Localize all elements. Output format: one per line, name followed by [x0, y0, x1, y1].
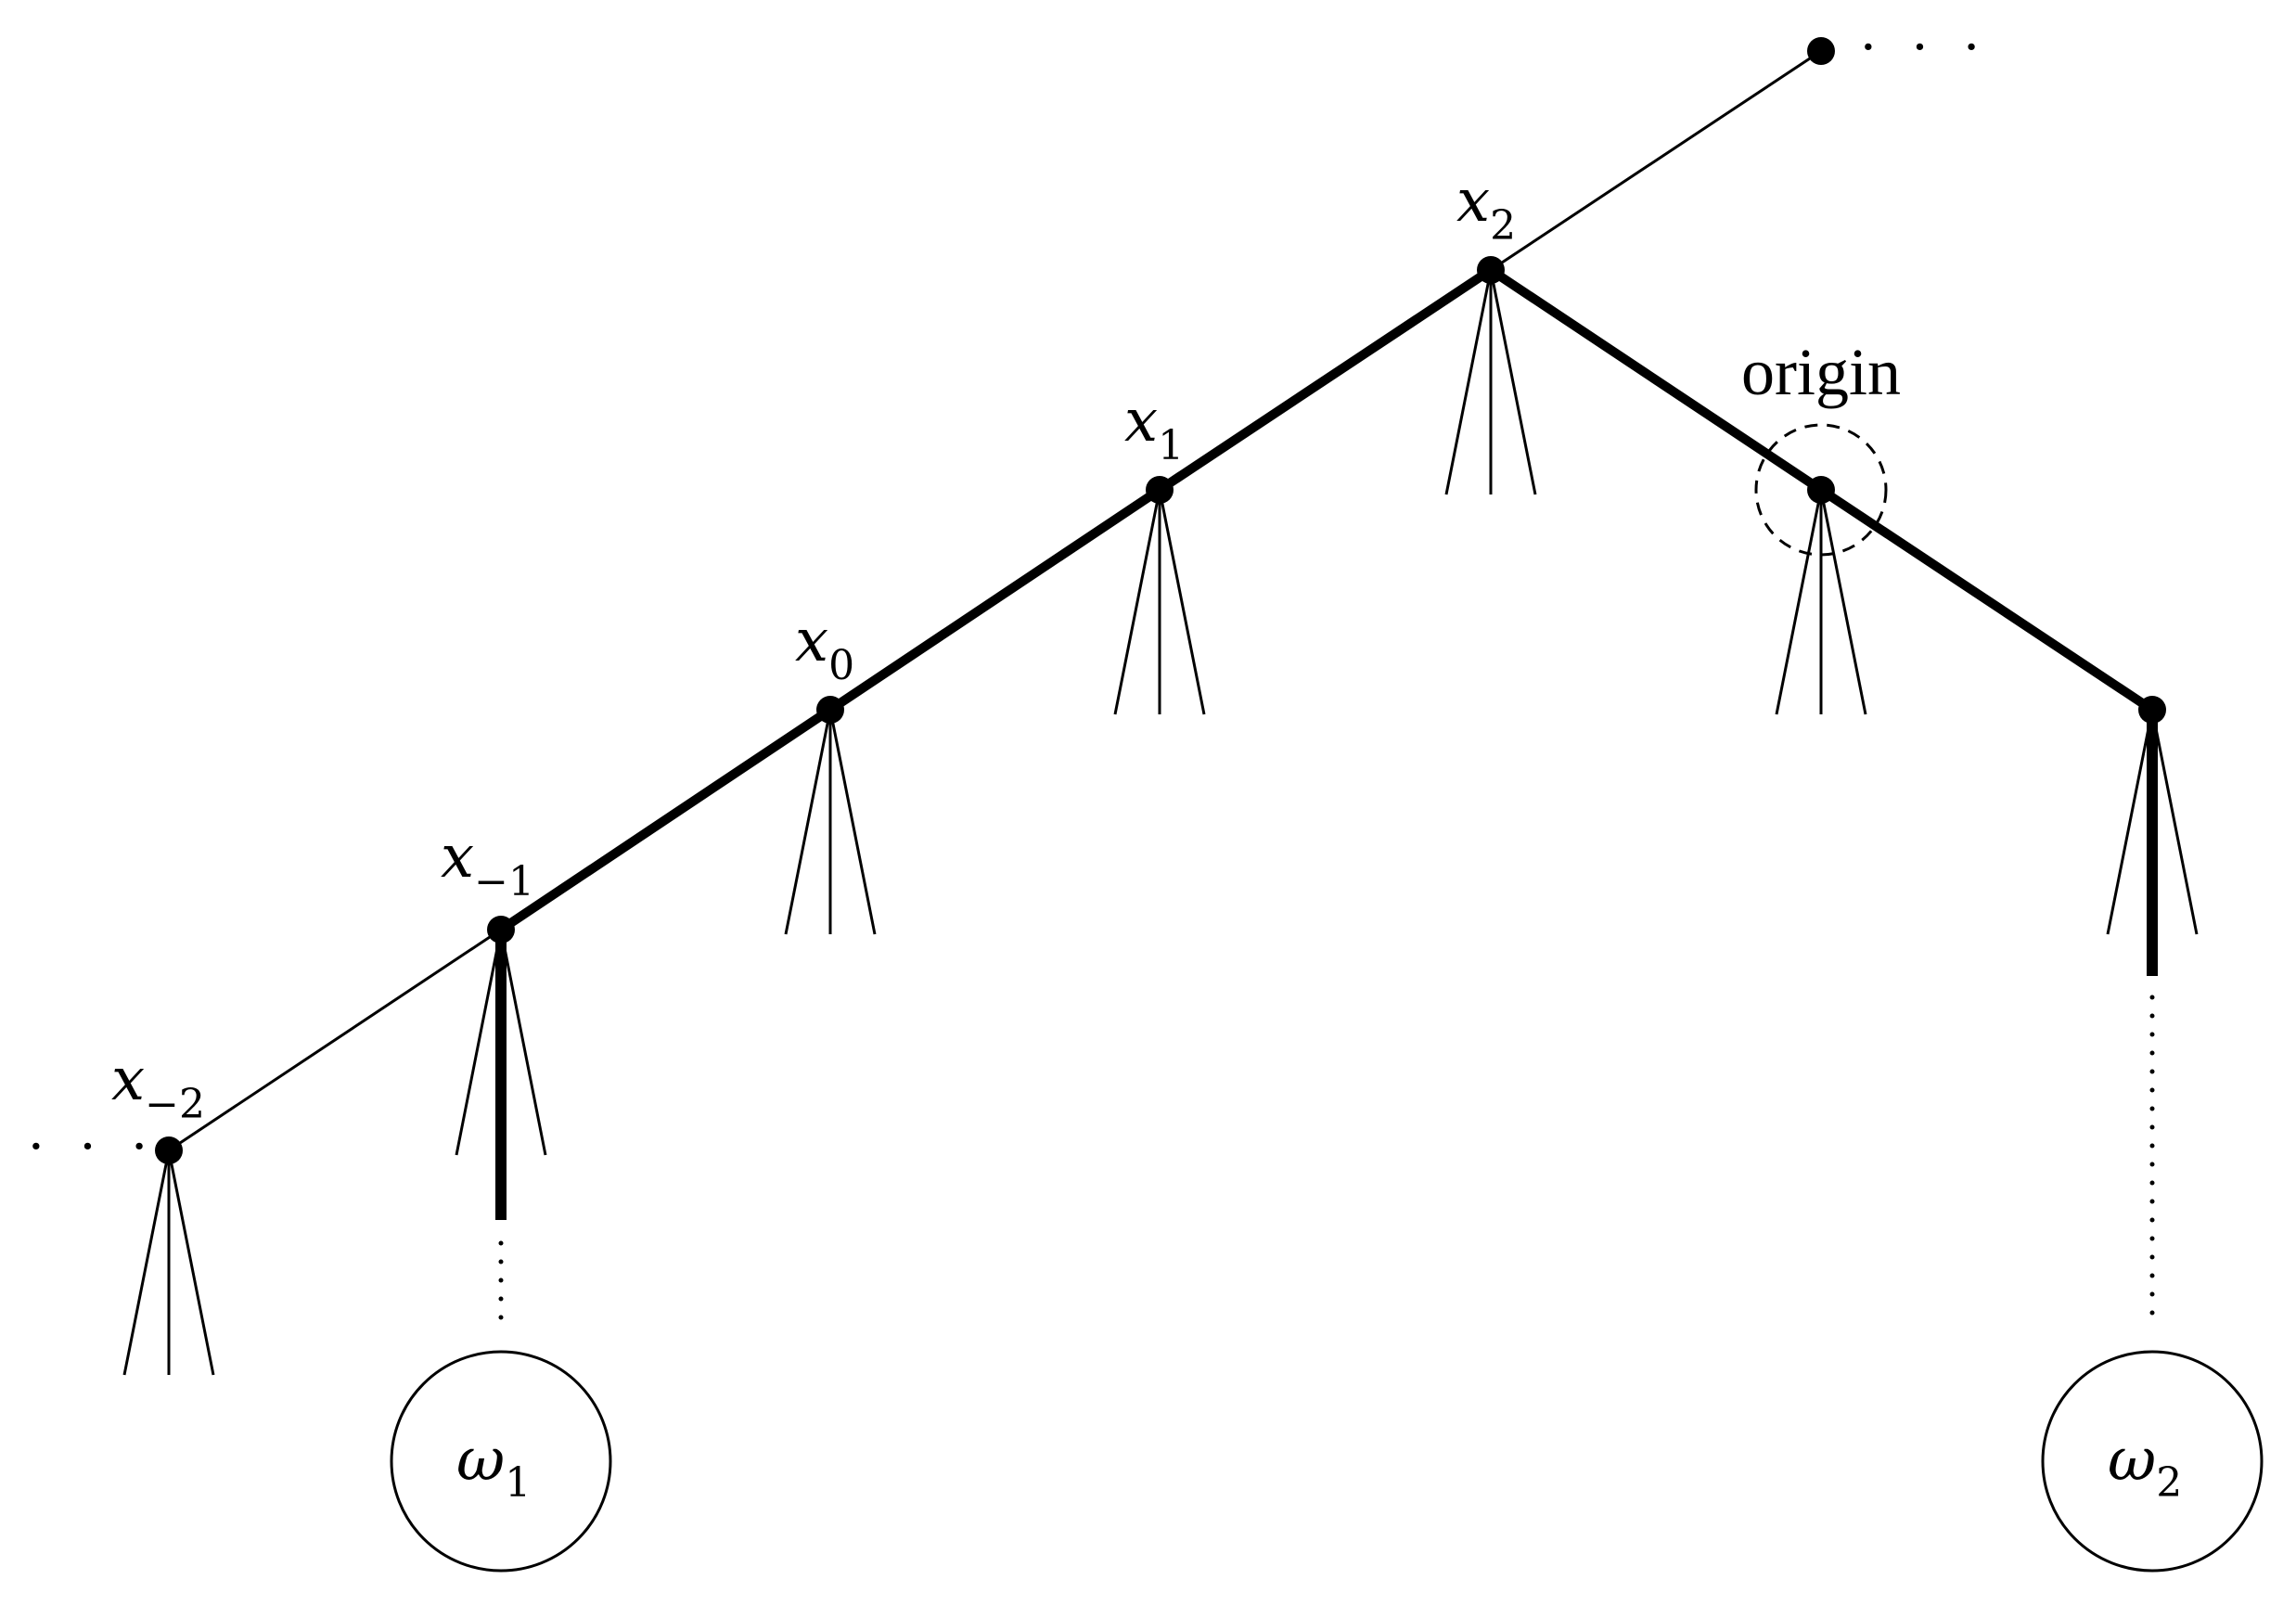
edge-x2-to-top [1490, 49, 1822, 272]
fan-x-1 [455, 929, 547, 1220]
omega2-circle [2041, 1350, 2264, 1573]
node-top [1807, 37, 1835, 65]
origin-marker-ring [1754, 423, 1888, 557]
edge-x2-to-origin [1488, 265, 1824, 494]
ellipsis-left: · · · [28, 1117, 157, 1177]
fan-right-node [2106, 709, 2199, 976]
fan-x-2 [122, 1149, 215, 1376]
fan-x2 [1444, 269, 1537, 495]
ellipsis-right: · · · [1860, 18, 1989, 78]
label-x1: x1 [1124, 387, 1184, 469]
edge-x-2-to-x-1 [168, 928, 502, 1152]
fan-x1 [1113, 489, 1206, 715]
label-x2: x2 [1456, 167, 1516, 250]
label-x-1: x−1 [441, 823, 534, 905]
label-x0: x0 [795, 607, 854, 689]
omega1-circle [390, 1350, 612, 1573]
edge-origin-to-right-node [1818, 485, 2155, 714]
edge-x-1-to-x0 [498, 705, 833, 934]
node-x-2 [155, 1136, 183, 1164]
label-origin: origin [1741, 335, 1901, 409]
label-omega1: ω1 [456, 1426, 531, 1507]
node-x1 [1146, 476, 1174, 504]
fan-origin [1775, 489, 1867, 715]
node-x2 [1477, 256, 1505, 284]
label-omega2: ω2 [2108, 1426, 2182, 1507]
label-x-2: x−2 [111, 1046, 205, 1128]
edge-x0-to-x1 [827, 485, 1162, 714]
node-x0 [816, 696, 844, 724]
fan-x0 [784, 709, 877, 935]
node-x-1 [487, 916, 515, 944]
node-origin [1807, 476, 1835, 504]
node-right [2138, 696, 2166, 724]
edge-x1-to-x2 [1157, 265, 1494, 494]
